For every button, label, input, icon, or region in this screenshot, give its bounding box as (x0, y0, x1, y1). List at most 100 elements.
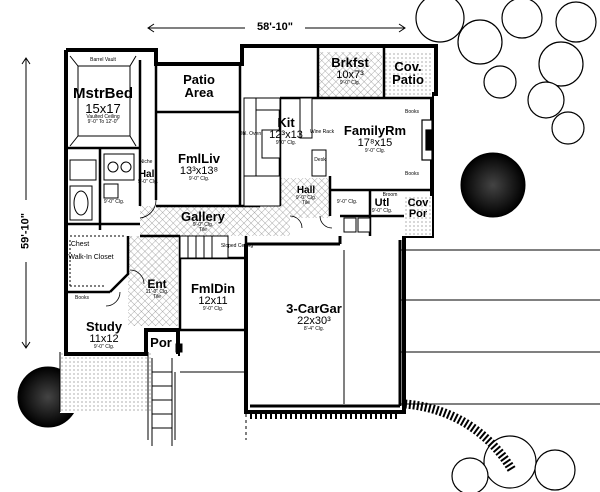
gallery-tile (140, 206, 290, 236)
room-note: 9'-0" Clg. (93, 344, 115, 350)
hall-tile (280, 178, 330, 218)
room-note: 9'-0" Clg. (188, 176, 210, 182)
pantry-ceiling-label: 9'-0" Clg. (336, 199, 358, 205)
room-dimension: Patio (392, 72, 424, 87)
room-utility: Utl 9'-0" Clg. (372, 198, 392, 214)
overall-depth-label: 59'-10" (19, 213, 32, 249)
room-covered-porch: Cov Por (408, 198, 429, 220)
master-bath-fixtures (69, 153, 135, 221)
room-note: 9'-0" To 12'-0" (87, 119, 119, 125)
room-name: Utl (374, 197, 390, 209)
tree-cluster-bottom (451, 435, 576, 492)
room-entry: Ent 11'-0" Clg. Tile (146, 278, 169, 300)
room-name: Patio (183, 72, 215, 87)
closet-rods (69, 235, 124, 287)
room-dimension: 9'-0" Clg. (192, 222, 214, 228)
room-hall-master: Hall 9'-0" Clg. (138, 170, 158, 185)
room-covered-patio: Cov. Patio (392, 60, 424, 86)
planting-bed-curve (404, 399, 516, 473)
stairs (179, 235, 229, 259)
room-dimension: 10x7³ (336, 69, 364, 81)
room-name: Kit (277, 115, 295, 130)
room-family: FamilyRm 17⁸x15 9'-0" Clg. (344, 124, 406, 154)
room-porch: Por (150, 336, 172, 349)
fireplace (421, 119, 433, 161)
overall-width-label: 58'-10" (257, 21, 293, 33)
room-dimension: Area (184, 85, 214, 100)
room-name: Por (150, 335, 172, 350)
room-name: FmlDin (190, 281, 236, 296)
driveway (343, 249, 600, 405)
room-dimension: 9'-0" Clg. (137, 179, 159, 185)
master-vault-outline (69, 55, 137, 147)
door-swings (105, 199, 333, 307)
room-note: 9'-0" Clg. (275, 140, 297, 146)
garage-walls (246, 236, 402, 408)
room-dimension: 12³x13 (269, 129, 303, 141)
room-dimension: 11'-0" Clg. (145, 289, 169, 295)
wine-rack-label: Wine Rack (309, 129, 335, 135)
room-dimension: 15x17 (85, 101, 121, 116)
room-name: FmlLiv (178, 151, 220, 166)
room-note: Vaulted Ceiling (86, 114, 120, 120)
room-name: Hall (296, 185, 316, 196)
sloped-ceiling-label: Sloped Ceiling (220, 243, 254, 249)
room-note: Tile (199, 227, 207, 233)
room-note: 9'-0" Clg. (202, 306, 224, 312)
room-dimension: 9'-0" Clg. (295, 195, 317, 201)
family-books-label-1: Books (405, 109, 419, 115)
entry-tile (128, 236, 178, 326)
room-kitchen: Kit 12³x13 9'-0" Clg. (269, 116, 303, 146)
covpatio-tile (384, 52, 432, 98)
room-formal-dining: FmlDin 12x11 9'-0" Clg. (191, 282, 235, 312)
room-patio-area: Patio Area (183, 73, 215, 99)
width-dimension-line (147, 23, 406, 33)
room-garage: 3-CarGar 22x30³ 8'-4" Clg. (286, 302, 342, 332)
tree-cluster-top-right (415, 0, 597, 145)
front-planting-bed (59, 352, 400, 440)
entry-arrow-marker (175, 343, 183, 353)
room-gallery: Gallery 9'-0" Clg. Tile (181, 210, 225, 233)
room-dimension: 11x12 (89, 333, 119, 345)
niche-label: Niche (139, 159, 153, 165)
room-name: Cov (407, 197, 429, 209)
front-walkway (151, 358, 173, 446)
walkin-closet-label: Walk-In Closet (68, 254, 114, 261)
room-name: Hall (138, 169, 158, 180)
room-dimension: 17⁸x15 (357, 137, 393, 149)
room-breakfast: Brkfst 10x7³ 9'-0" Clg. (331, 56, 369, 86)
room-dimension: 9'-0" Clg. (371, 208, 393, 214)
room-family-living: FmlLiv 13³x13⁸ 9'-0" Clg. (178, 152, 220, 182)
room-dimension: Por (408, 208, 428, 220)
room-name: Brkfst (331, 55, 369, 70)
family-books-label-2: Books (405, 171, 419, 177)
study-books-label: Books (75, 295, 89, 301)
room-note: Tile (302, 200, 310, 206)
room-name: FamilyRm (343, 123, 407, 138)
utility-appliances (343, 217, 371, 233)
room-note: 9'-0" Clg. (339, 80, 361, 86)
room-name: 3-CarGar (286, 301, 342, 316)
room-dimension: 13³x13⁸ (179, 165, 219, 177)
exterior-walls (64, 44, 438, 414)
chest-label: Chest (70, 241, 90, 248)
depth-dimension-line (21, 57, 31, 349)
shrub-right (460, 152, 526, 218)
room-name: Cov. (394, 59, 422, 74)
room-name: Ent (147, 277, 167, 291)
room-note: 8'-4" Clg. (303, 326, 325, 332)
dbl-oven-label: Dbl. Oven (238, 131, 262, 137)
room-study: Study 11x12 9'-0" Clg. (86, 320, 122, 350)
kitchen-counters (243, 97, 327, 207)
room-note: Tile (153, 294, 161, 300)
covpor-tile (404, 196, 432, 236)
broom-label: Broom (382, 192, 398, 198)
room-name: MstrBed (72, 85, 134, 102)
bath-ceiling-label: 9'-0" Clg. (103, 199, 125, 205)
room-name: Gallery (180, 209, 226, 224)
brkfst-tile (318, 52, 382, 98)
room-dimension: 12x11 (198, 295, 228, 307)
room-name: Study (85, 319, 123, 334)
room-note: 9'-0" Clg. (364, 148, 386, 154)
